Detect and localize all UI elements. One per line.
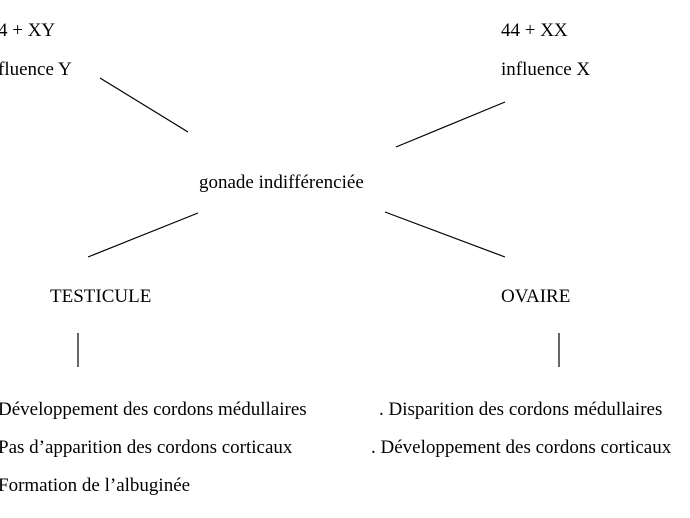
influence-y-label: fluence Y — [0, 59, 72, 80]
testicule-item: Formation de l’albuginée — [0, 475, 191, 496]
testicule-title: TESTICULE — [50, 286, 152, 307]
xy-karyotype-label: 4 + XY — [0, 20, 56, 41]
xx-karyotype-label: 44 + XX — [501, 20, 568, 41]
testicule-item: Développement des cordons médullaires — [0, 399, 307, 420]
testicule-item: Pas d’apparition des cordons corticaux — [0, 437, 293, 458]
ovaire-title: OVAIRE — [501, 286, 571, 307]
connector-gonad-to-testicule — [87, 212, 199, 258]
influence-x-label: influence X — [501, 59, 591, 80]
gonade-indifferenciee-label: gonade indifférenciée — [199, 172, 364, 193]
ovaire-item: . Développement des cordons corticaux — [371, 437, 672, 458]
connector-xy-to-gonad — [99, 77, 189, 133]
ovaire-item: . Disparition des cordons médullaires — [379, 399, 663, 420]
connector-xx-to-gonad — [395, 101, 506, 148]
connector-gonad-to-ovaire — [384, 211, 506, 258]
